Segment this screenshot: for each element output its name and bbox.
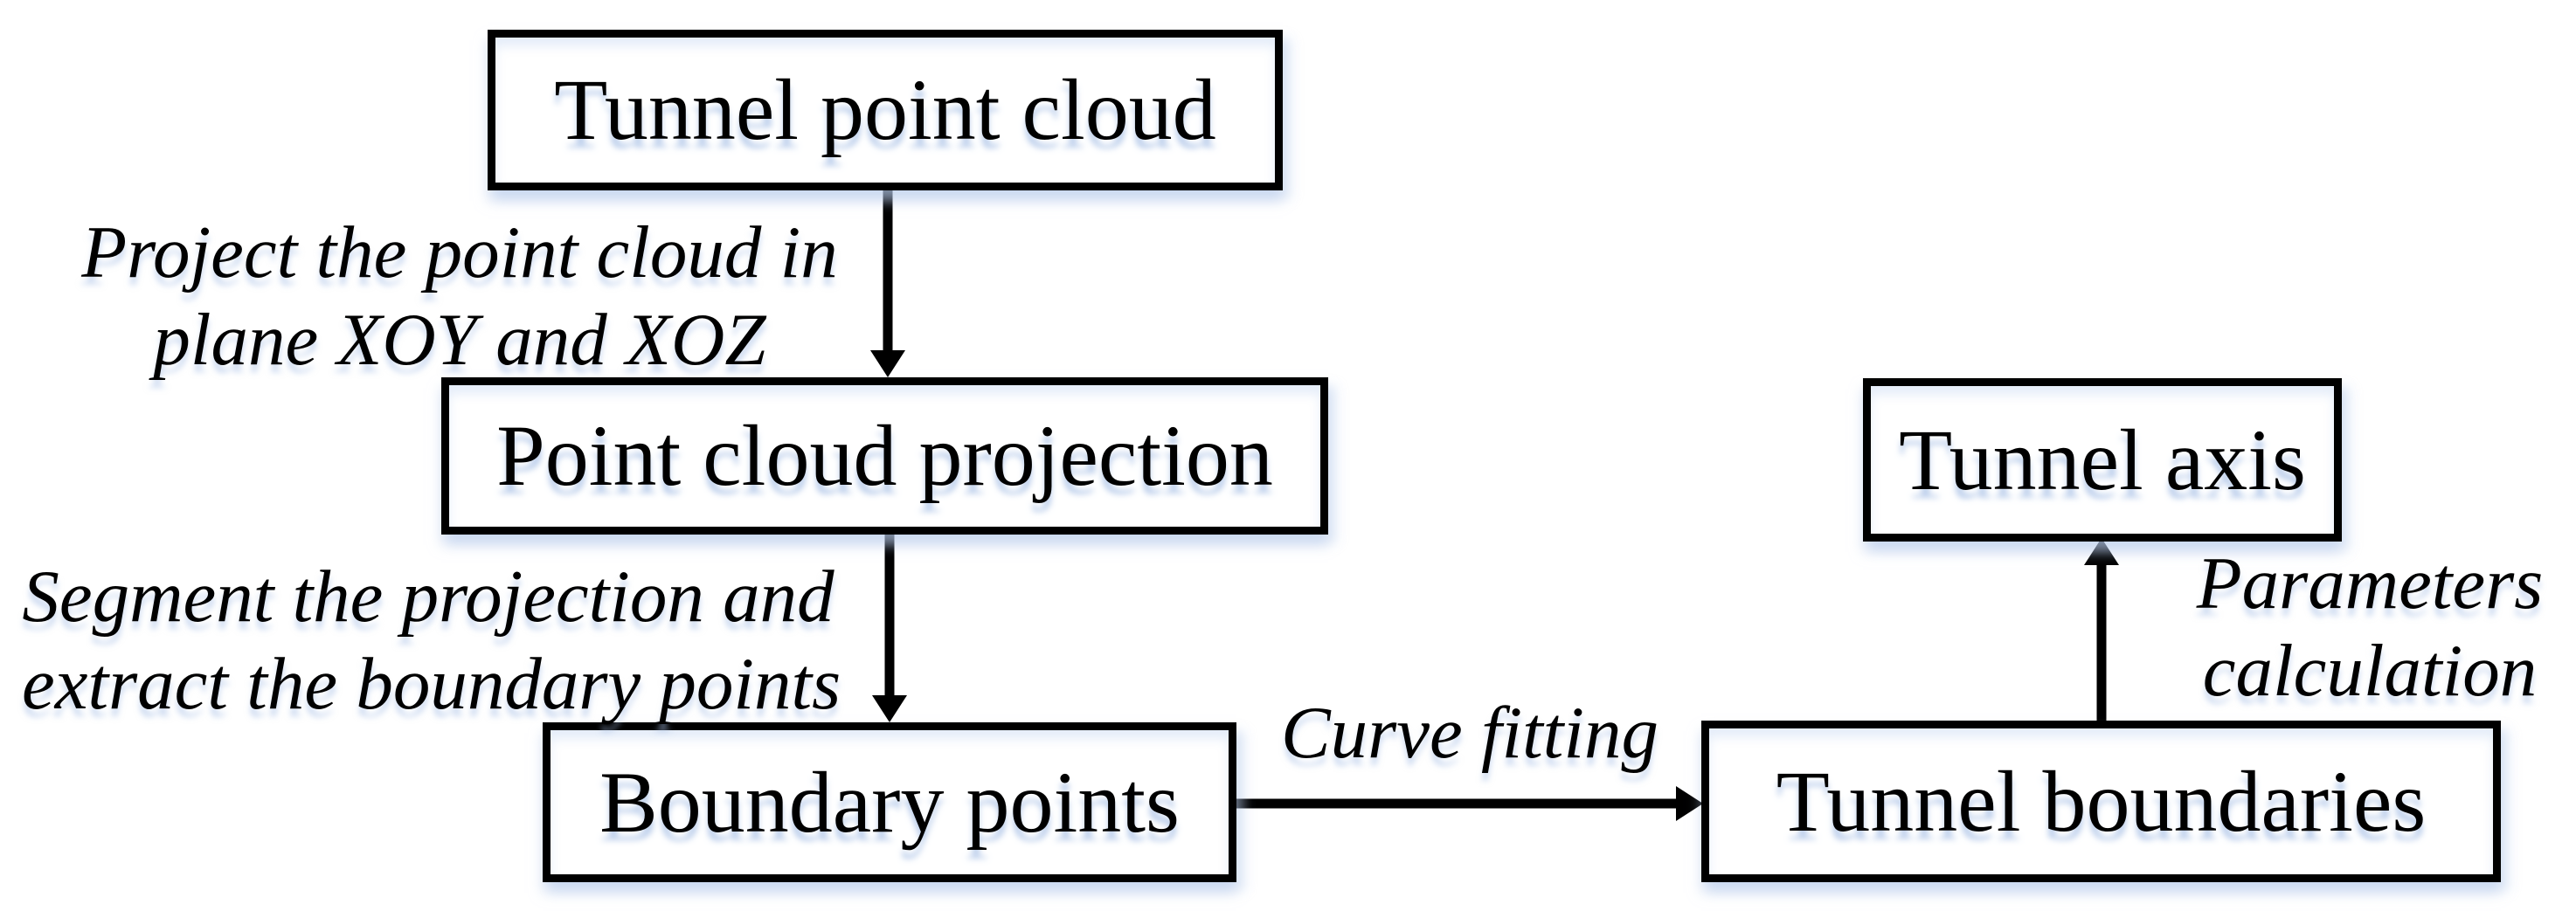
node-tunnel-point-cloud: Tunnel point cloud [488, 30, 1283, 190]
annotation-parameters: Parameters calculation [2186, 540, 2553, 714]
node-tunnel-axis-label: Tunnel axis [1899, 411, 2306, 508]
annotation-project-line-2: plane XOY and XOZ [153, 299, 766, 381]
annotation-segment-line-1: Segment the projection and [22, 556, 834, 638]
annotation-parameters-line-2: calculation [2202, 630, 2538, 712]
node-point-cloud-projection-label: Point cloud projection [496, 407, 1273, 504]
arrow-tunnel-boundaries-to-tunnel-axis [2084, 538, 2119, 724]
node-boundary-points-label: Boundary points [599, 753, 1180, 851]
arrow-up-icon [2084, 538, 2119, 565]
arrow-down-icon [870, 350, 905, 377]
annotation-parameters-line-1: Parameters [2196, 542, 2544, 625]
node-boundary-points: Boundary points [543, 722, 1236, 882]
annotation-project-line-1: Project the point cloud in [81, 211, 838, 293]
node-point-cloud-projection: Point cloud projection [441, 377, 1328, 535]
annotation-curve-fitting-line-1: Curve fitting [1280, 692, 1659, 774]
node-tunnel-point-cloud-label: Tunnel point cloud [554, 61, 1216, 158]
node-tunnel-boundaries-label: Tunnel boundaries [1776, 752, 2427, 850]
arrow-down-icon [872, 695, 907, 722]
arrow-projection-to-boundary-points [872, 531, 907, 722]
arrow-right-icon [1676, 786, 1703, 821]
node-tunnel-boundaries: Tunnel boundaries [1701, 721, 2501, 882]
arrow-tunnel-point-cloud-to-projection [870, 187, 905, 377]
annotation-segment: Segment the projection and extract the b… [22, 553, 841, 728]
annotation-project: Project the point cloud in plane XOY and… [23, 209, 897, 383]
node-tunnel-axis: Tunnel axis [1863, 378, 2342, 542]
arrow-boundary-points-to-tunnel-boundaries [1233, 786, 1703, 821]
annotation-segment-line-2: extract the boundary points [22, 643, 841, 725]
annotation-curve-fitting: Curve fitting [1251, 689, 1688, 776]
